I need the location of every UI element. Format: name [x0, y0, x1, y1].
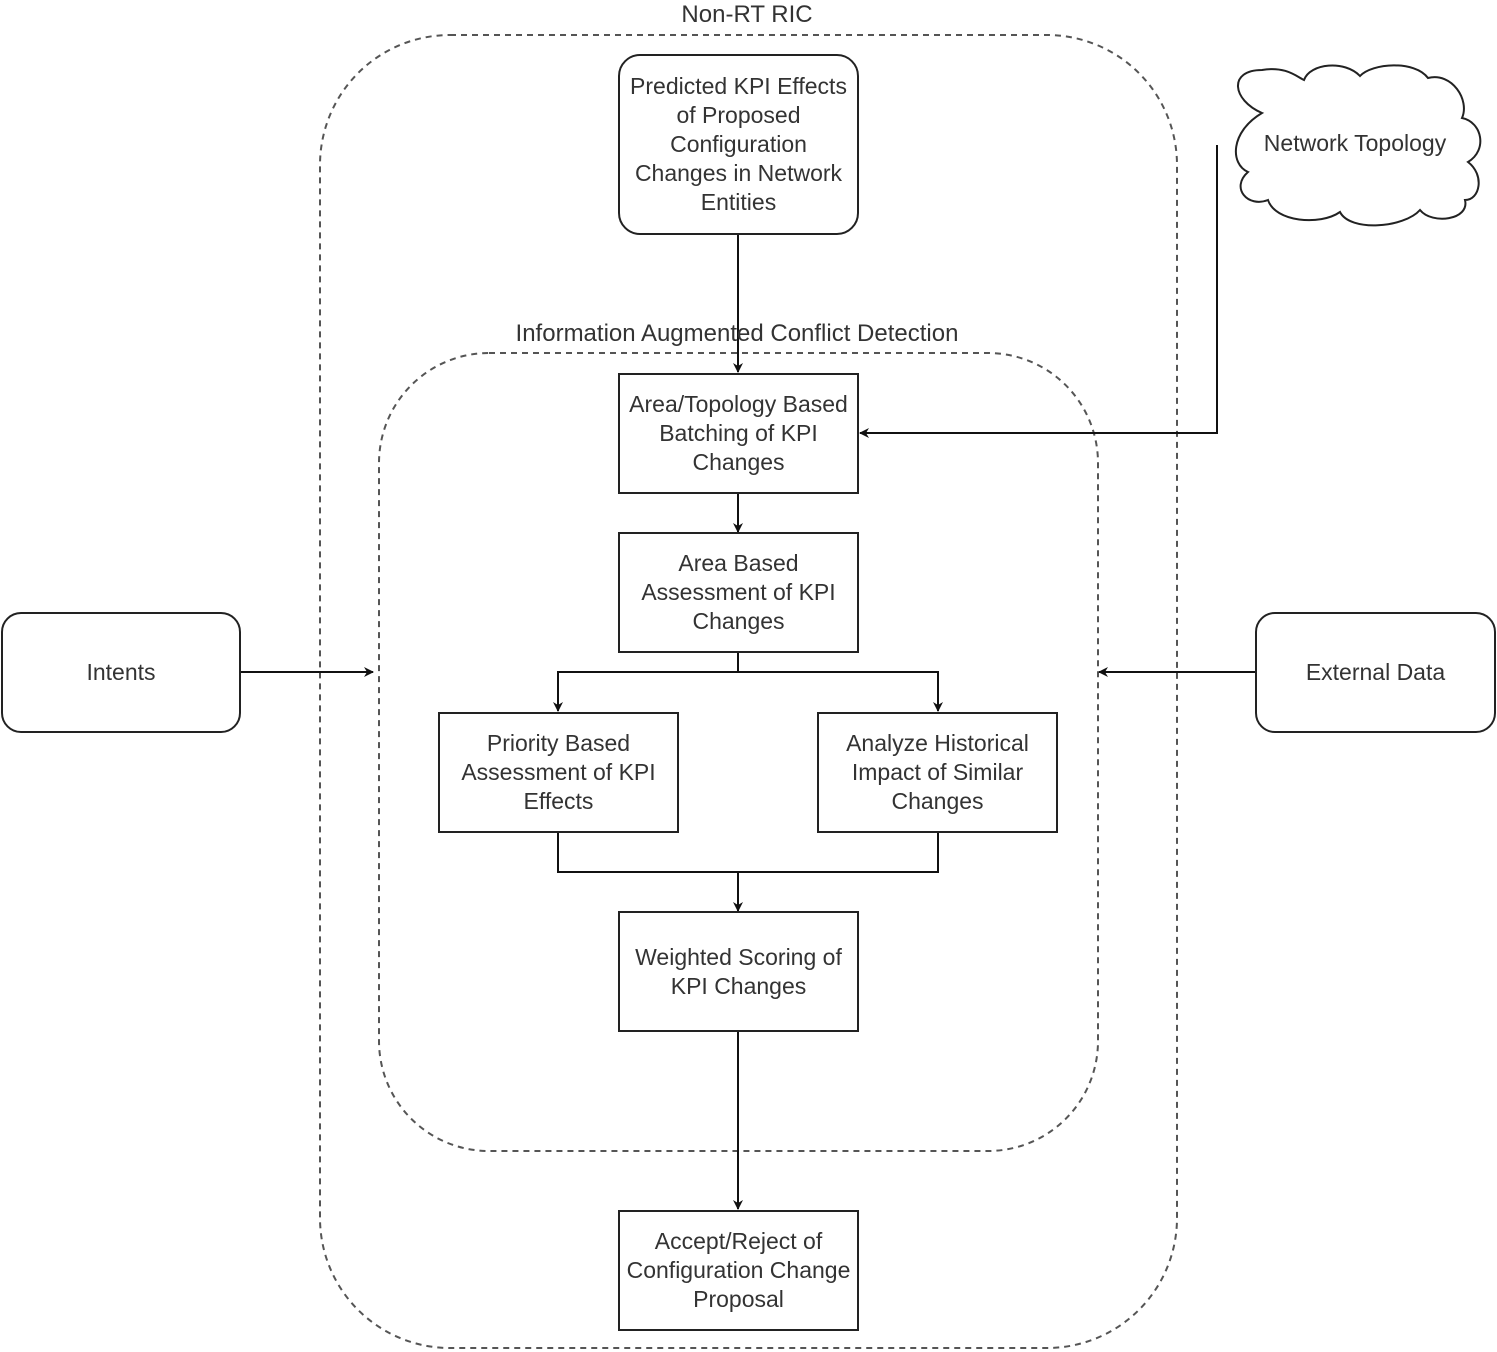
edge-priority-to-weighted — [557, 832, 939, 873]
external-data-node: External Data — [1255, 612, 1496, 733]
intents-node: Intents — [1, 612, 241, 733]
priority-assessment-label: Priority Based Assessment of KPI Effects — [461, 730, 656, 814]
conflict-detection-container — [378, 352, 1099, 1152]
predicted-kpi-effects-node: Predicted KPI Effects of Proposed Config… — [618, 54, 859, 235]
edge-area-to-historical — [738, 671, 943, 712]
intents-label: Intents — [86, 659, 156, 685]
non-rt-ric-container — [319, 34, 1178, 1349]
area-topology-batching-label: Area/Topology Based Batching of KPI Chan… — [629, 391, 848, 475]
weighted-scoring-label: Weighted Scoring of KPI Changes — [635, 943, 842, 999]
area-assessment-label: Area Based Assessment of KPI Changes — [641, 550, 836, 634]
accept-reject-label: Accept/Reject of Configuration Change Pr… — [626, 1228, 851, 1312]
historical-impact-label: Analyze Historical Impact of Similar Cha… — [846, 730, 1029, 814]
network-topology-cloud-shape — [1234, 64, 1482, 227]
edge-topology-to-batching — [859, 145, 1218, 438]
area-topology-batching-node: Area/Topology Based Batching of KPI Chan… — [618, 373, 859, 494]
network-topology-label: Network Topology — [1263, 130, 1447, 156]
historical-impact-node: Analyze Historical Impact of Similar Cha… — [817, 712, 1058, 833]
external-data-label: External Data — [1305, 659, 1446, 685]
predicted-kpi-effects-label: Predicted KPI Effects of Proposed Config… — [630, 73, 847, 215]
priority-assessment-node: Priority Based Assessment of KPI Effects — [438, 712, 679, 833]
weighted-scoring-node: Weighted Scoring of KPI Changes — [618, 911, 859, 1032]
edge-area-to-priority — [553, 652, 739, 712]
non-rt-ric-label: Non-RT RIC — [681, 1, 813, 28]
accept-reject-node: Accept/Reject of Configuration Change Pr… — [618, 1210, 859, 1331]
area-assessment-node: Area Based Assessment of KPI Changes — [618, 532, 859, 653]
conflict-detection-label: Information Augmented Conflict Detection — [515, 320, 959, 347]
